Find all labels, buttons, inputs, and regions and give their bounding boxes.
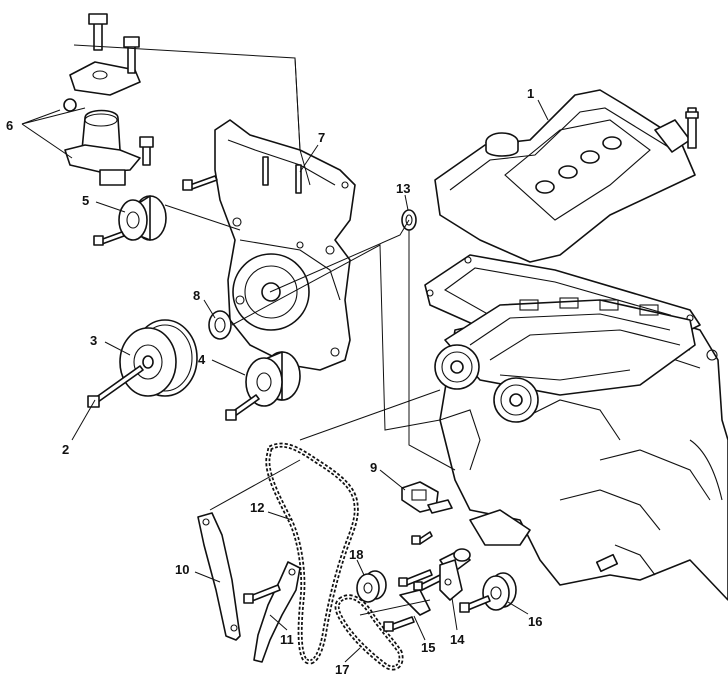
callout-9: 9: [370, 460, 377, 475]
oil-pump-chain: [334, 594, 404, 671]
callout-12: 12: [250, 500, 264, 515]
callout-11: 11: [280, 632, 294, 647]
callout-3: 3: [90, 333, 97, 348]
reference-lines: [73, 44, 456, 616]
callout-13: 13: [396, 181, 410, 196]
chain-tensioner: [401, 481, 453, 545]
callout-17: 17: [335, 662, 349, 677]
leader-lines: [21, 99, 549, 663]
camshaft-sprockets: [434, 344, 539, 423]
idler-pulley: [93, 195, 167, 246]
callout-10: 10: [175, 562, 189, 577]
callout-8: 8: [193, 288, 200, 303]
oil-pump-tensioner: [439, 559, 463, 601]
engine-mount: [63, 13, 154, 186]
oil-pump-sprocket: [459, 572, 517, 613]
callout-4: 4: [198, 352, 206, 367]
tensioner-pulley: [225, 351, 301, 421]
callout-7: 7: [318, 130, 325, 145]
callout-6: 6: [6, 118, 13, 133]
timing-chain: [265, 442, 359, 665]
callout-5: 5: [82, 193, 89, 208]
valve-cover: [434, 89, 699, 263]
cover-bolt: [182, 175, 218, 191]
tensioner-arm: [243, 561, 301, 663]
crankshaft-seal: [208, 310, 232, 340]
timing-chain-cover: [214, 119, 356, 371]
callout-18: 18: [349, 547, 363, 562]
callout-labels: 1 2 3 4 5 6 7 8 9 10 11 12 13 14 15 16 1…: [6, 86, 542, 677]
callout-15: 15: [421, 640, 435, 655]
callout-14: 14: [450, 632, 465, 647]
callout-2: 2: [62, 442, 69, 457]
callout-1: 1: [527, 86, 534, 101]
oil-pump-chain-guide: [383, 589, 431, 632]
crankshaft-pulley: [87, 319, 198, 408]
chain-guide-left: [197, 512, 241, 641]
crankshaft-sprocket: [356, 570, 387, 603]
callout-16: 16: [528, 614, 542, 629]
